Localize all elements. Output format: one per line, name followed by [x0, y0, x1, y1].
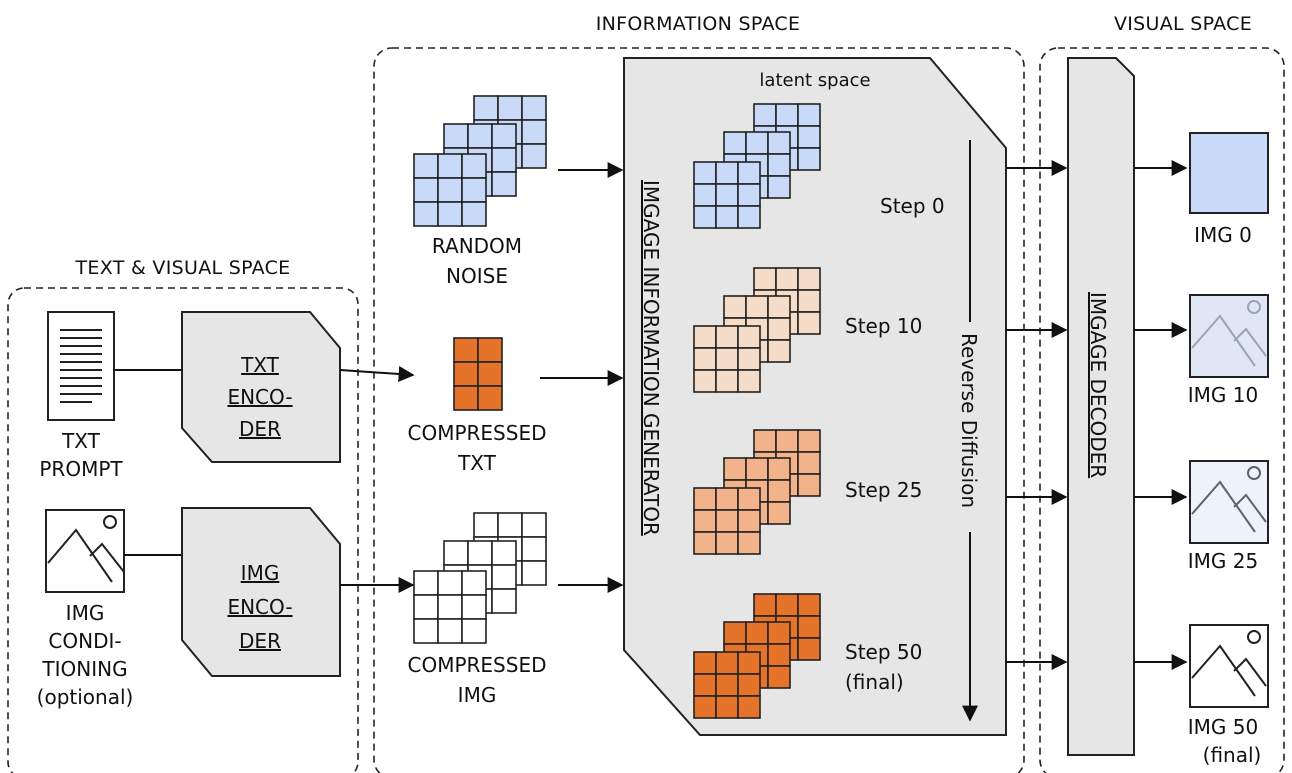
compressed-img-label-line2: IMG [458, 683, 497, 707]
img-conditioning-label-line2: CONDI- [48, 629, 121, 653]
latent-step-25-grid-front [693, 487, 761, 555]
generator-title: IMGAGE INFORMATION GENERATOR [639, 180, 663, 536]
latent-step-10-grid-front [693, 325, 761, 393]
txt-encoder-label-line3: DER [239, 417, 281, 441]
information-space-region [373, 47, 1025, 773]
random-noise-label-line1: RANDOM [432, 234, 522, 258]
step-25-label: Step 25 [845, 478, 922, 502]
step-50-label: Step 50 [845, 640, 922, 664]
section-title-text-visual: TEXT & VISUAL SPACE [75, 257, 291, 279]
step-10-label: Step 10 [845, 314, 922, 338]
section-title-information: INFORMATION SPACE [596, 13, 801, 35]
compressed-txt-label-line2: TXT [457, 451, 497, 475]
img-encoder-label-line2: ENCO- [227, 595, 292, 619]
arrow-txt-encoder-to-latent [339, 366, 415, 382]
img-encoder-block [181, 507, 341, 677]
latent-space-label: latent space [759, 70, 870, 91]
output-img-10 [1189, 294, 1269, 378]
image-icon [45, 509, 125, 593]
output-img-25 [1189, 460, 1269, 544]
img-conditioning-label-line4: (optional) [37, 685, 134, 709]
decoder-title: IMGAGE DECODER [1086, 292, 1110, 478]
compressed-img-grid-front [413, 570, 487, 644]
compressed-txt-grid [453, 337, 503, 411]
random-noise-label-line2: NOISE [446, 264, 508, 288]
compressed-img-label-line1: COMPRESSED [408, 653, 547, 677]
txt-prompt-label-line2: PROMPT [39, 457, 123, 481]
output-img-10-label: IMG 10 [1188, 383, 1258, 407]
img-conditioning-label-line3: TIONING [41, 657, 127, 681]
step-50-note: (final) [845, 670, 904, 694]
image-decoder-panel [1067, 57, 1135, 756]
text-visual-space-region [7, 287, 359, 773]
txt-encoder-label-line1: TXT [240, 353, 280, 377]
output-img-50-label: IMG 50 [1188, 715, 1258, 739]
latent-step-50-grid-front [693, 651, 761, 719]
visual-space-region [1039, 47, 1285, 773]
output-img-0 [1189, 132, 1269, 214]
output-img-50-note: (final) [1203, 743, 1262, 767]
output-img-0-label: IMG 0 [1194, 223, 1252, 247]
img-encoder-label-line1: IMG [241, 561, 280, 585]
txt-encoder-block [181, 311, 341, 463]
img-encoder-label-line3: DER [239, 629, 281, 653]
latent-grids [413, 95, 821, 719]
section-title-visual: VISUAL SPACE [1114, 13, 1252, 35]
txt-prompt-label-line1: TXT [61, 429, 101, 453]
random-noise-grid-front [413, 153, 487, 227]
compressed-txt-label-line1: COMPRESSED [408, 421, 547, 445]
img-conditioning-label-line1: IMG [66, 601, 105, 625]
document-icon [47, 311, 115, 421]
reverse-diffusion-label: Reverse Diffusion [957, 333, 981, 508]
output-img-25-label: IMG 25 [1188, 549, 1258, 573]
step-0-label: Step 0 [880, 194, 945, 218]
output-img-50 [1189, 624, 1269, 708]
txt-encoder-label-line2: ENCO- [227, 385, 292, 409]
latent-step-0-grid-front [693, 161, 761, 229]
